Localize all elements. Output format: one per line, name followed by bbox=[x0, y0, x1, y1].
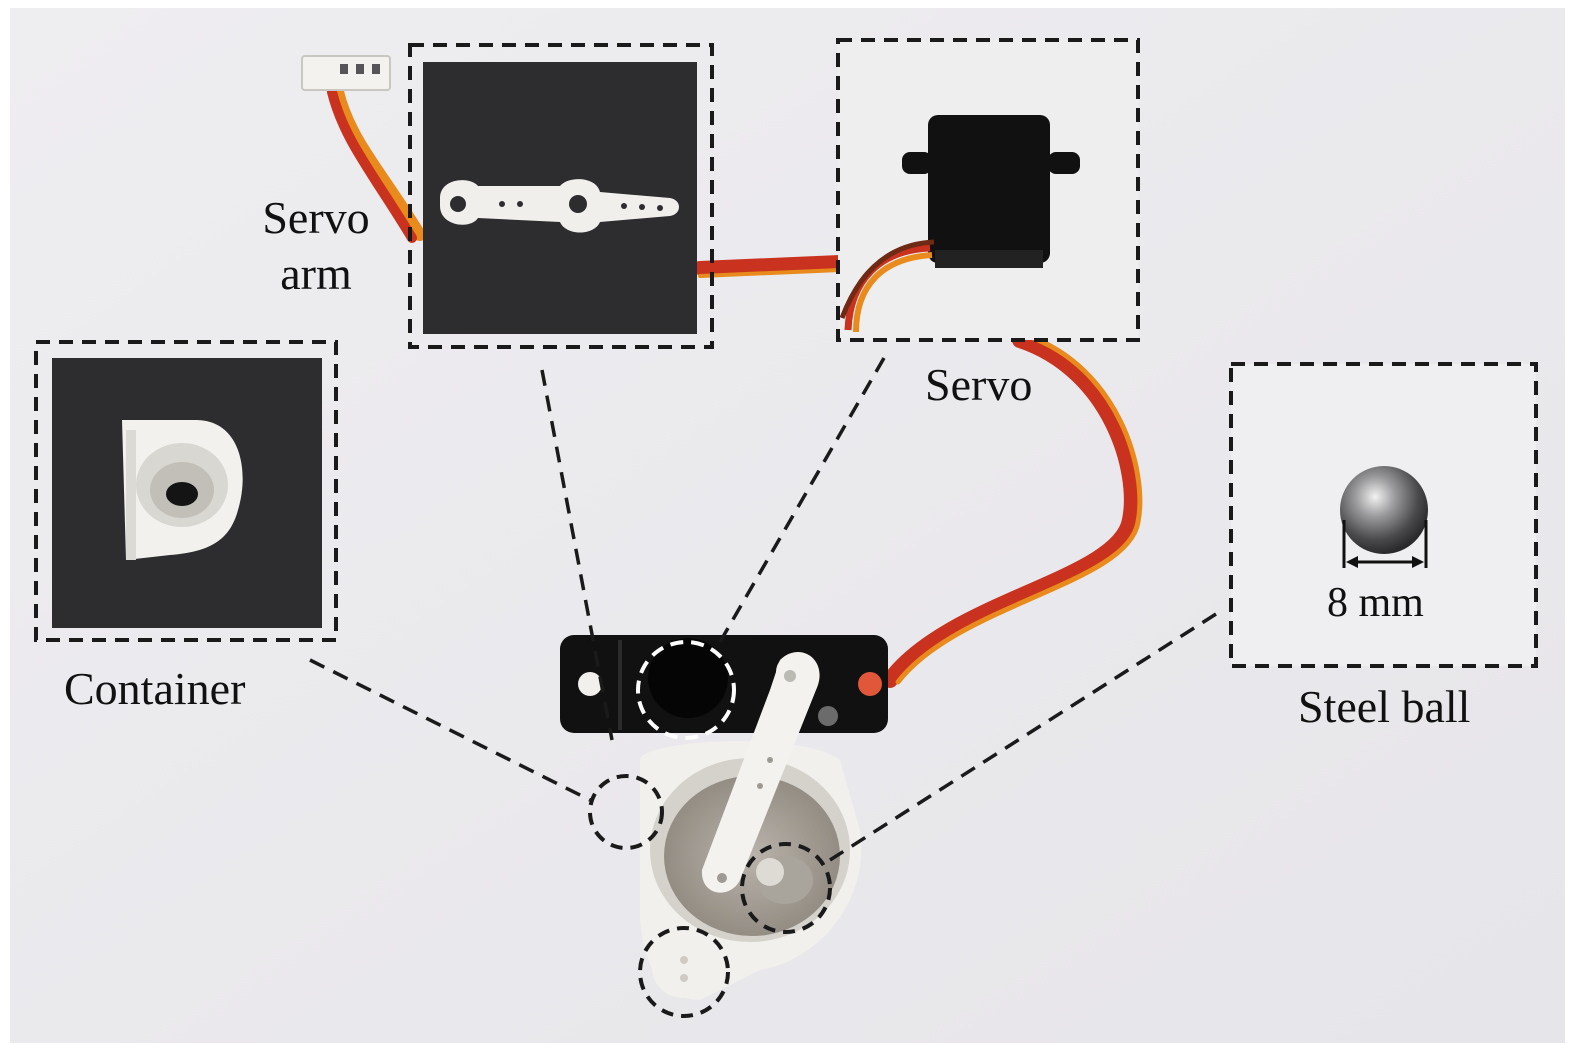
servo-arm-label-line2: arm bbox=[280, 248, 352, 299]
steel-ball-highlight-circle bbox=[740, 842, 832, 934]
container-label: Container bbox=[64, 663, 246, 714]
steel-ball-inset bbox=[1231, 364, 1536, 666]
servo-arm-callout-line bbox=[540, 369, 614, 741]
steel-ball-label: Steel ball bbox=[1298, 681, 1471, 732]
servo-inset bbox=[838, 40, 1138, 340]
container-inset bbox=[52, 358, 322, 628]
servo-inset-frame bbox=[836, 38, 1140, 342]
callout-lines bbox=[309, 357, 1217, 862]
servo-arm-label-line1: Servo bbox=[262, 192, 370, 243]
servo-highlight-circle bbox=[636, 640, 736, 740]
container-callout-line bbox=[309, 658, 591, 802]
servo-arm-label: Servo arm bbox=[236, 190, 396, 302]
servo-label: Servo bbox=[925, 359, 1033, 410]
servo-wire bbox=[327, 86, 1143, 688]
steel-ball-photo bbox=[1340, 466, 1428, 554]
steel-ball-inset-frame bbox=[1229, 362, 1538, 668]
outlet-highlight-circle bbox=[638, 926, 730, 1018]
servo-arm-inset bbox=[423, 62, 697, 334]
ball-diameter-label: 8 mm bbox=[1327, 580, 1424, 626]
servo-horn-photo bbox=[440, 179, 679, 233]
container-highlight-circle bbox=[588, 774, 664, 850]
container-inset-frame bbox=[34, 340, 338, 642]
wire-connector bbox=[301, 55, 391, 91]
servo-callout-line bbox=[718, 357, 886, 643]
servo-arm-inset-frame bbox=[408, 43, 714, 349]
